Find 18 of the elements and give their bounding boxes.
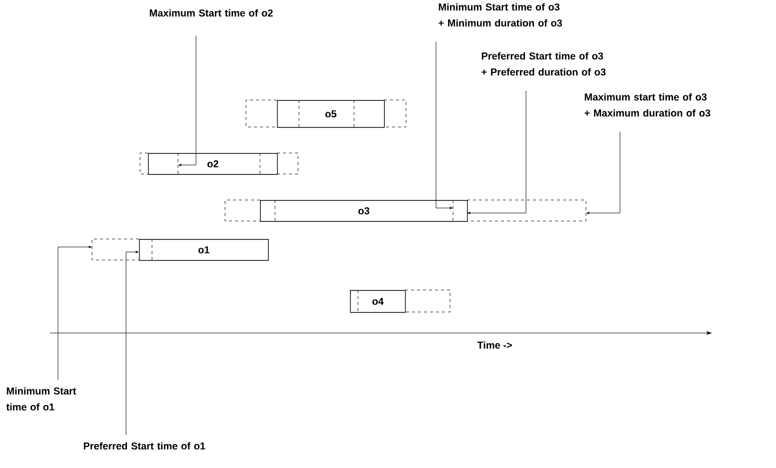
leader-line: [58, 246, 92, 380]
leader-line: [586, 132, 620, 214]
axis-label: Time ->: [477, 341, 512, 349]
annotation-text: Minimum Start time of o1: [6, 387, 76, 411]
leader-line: [436, 42, 453, 210]
annotation-text: Preferred Start time of o1: [84, 442, 206, 450]
annotation-text: Minimum Start time of o3 + Minimum duration of o3: [438, 3, 562, 27]
task-bar: o2: [140, 152, 298, 175]
task-bar: o3: [224, 200, 586, 222]
annotation-text: Maximum Start time of o2: [150, 9, 273, 17]
task-bar: o5: [246, 100, 406, 128]
leader-line: [467, 90, 526, 214]
task-bar: o4: [350, 290, 450, 313]
task-bar: o1: [92, 238, 269, 261]
leader-line: [126, 250, 139, 436]
annotation-text: Maximum start time of o3 + Maximum duration of o3: [584, 93, 710, 117]
leader-line: [178, 36, 196, 166]
annotation-text: Preferred Start time of o3 + Preferred duration of o3: [482, 52, 606, 76]
